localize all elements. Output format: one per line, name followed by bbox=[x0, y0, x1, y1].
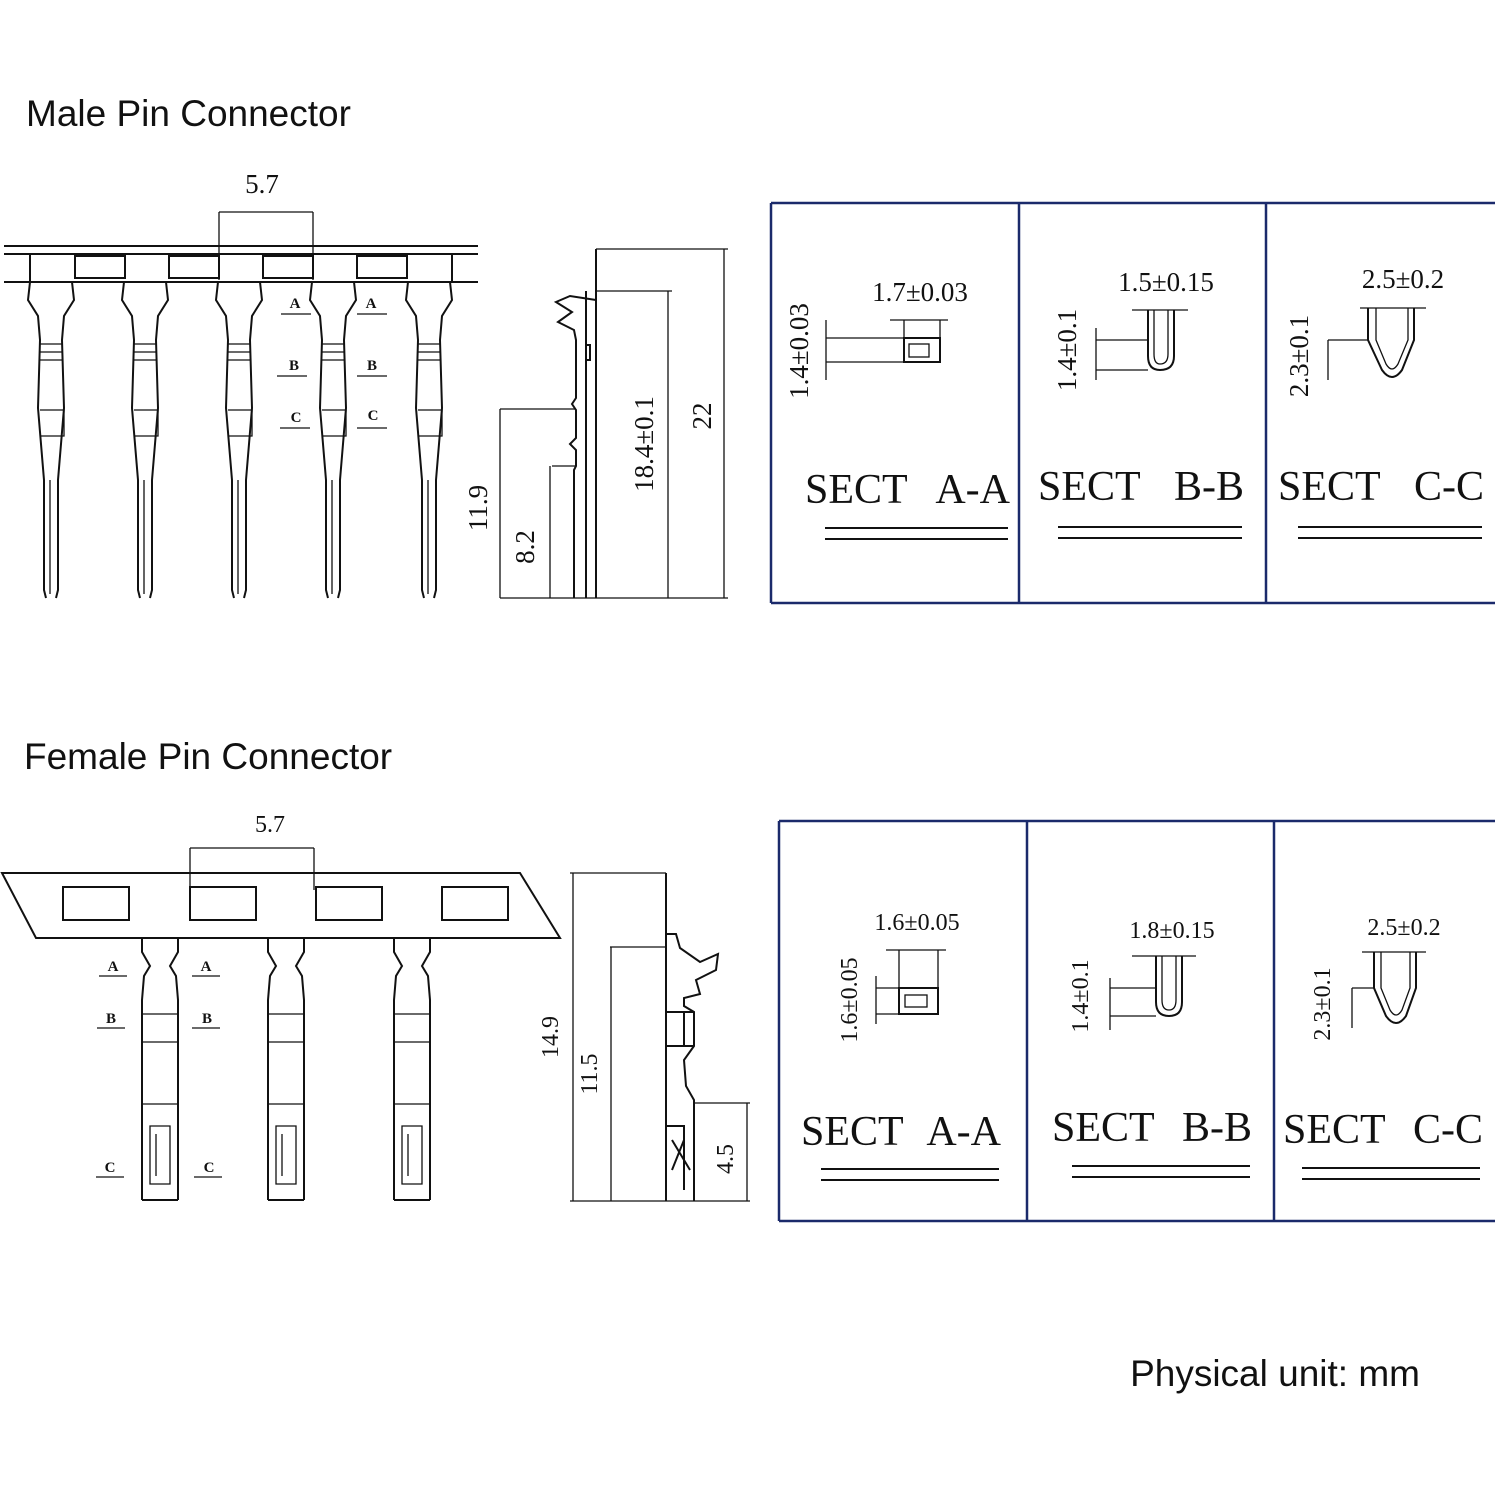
female-c-sect-label: SECT bbox=[1283, 1107, 1386, 1153]
male-pin-detail bbox=[134, 343, 159, 594]
female-a-sect-label: SECT bbox=[801, 1109, 904, 1155]
female-b-width-dim: 1.8±0.15 bbox=[1129, 918, 1214, 944]
male-section-b: 1.5±0.15 1.4±0.1 SECT B-B bbox=[1038, 267, 1244, 539]
male-pin-detail bbox=[228, 343, 253, 594]
male-pin bbox=[308, 281, 358, 599]
female-pin-row bbox=[141, 938, 431, 1201]
male-pin bbox=[26, 281, 76, 599]
female-body-length-dim: 11.5 bbox=[577, 1053, 603, 1094]
female-total-length-dim: 14.9 bbox=[538, 1016, 564, 1058]
male-mark-c-right: C bbox=[368, 408, 379, 424]
female-pin bbox=[267, 938, 305, 1201]
female-pin-detail bbox=[394, 1013, 430, 1185]
female-b-height-dim: 1.4±0.1 bbox=[1068, 959, 1094, 1032]
female-mark-c-left: C bbox=[105, 1160, 116, 1176]
male-mark-b-left: B bbox=[289, 358, 299, 374]
unit-note: Physical unit: mm bbox=[1130, 1353, 1420, 1394]
female-title: Female Pin Connector bbox=[24, 736, 392, 777]
male-pin bbox=[120, 281, 170, 599]
male-pitch-dim: 5.7 bbox=[245, 169, 279, 199]
male-front-view: 5.7 A A B B C C bbox=[4, 169, 478, 599]
female-pin bbox=[393, 938, 431, 1201]
female-mark-a-left: A bbox=[108, 959, 119, 975]
male-c-sect-label: SECT bbox=[1278, 464, 1381, 510]
female-section-b: 1.8±0.15 1.4±0.1 SECT B-B bbox=[1052, 918, 1252, 1178]
female-front-view: 5.7 A A B B C C bbox=[0, 812, 562, 1201]
male-a-sect-id: A-A bbox=[935, 467, 1010, 513]
female-crimp-length-dim: 4.5 bbox=[713, 1144, 739, 1174]
female-a-width-dim: 1.6±0.05 bbox=[874, 910, 959, 936]
male-b-sect-label: SECT bbox=[1038, 464, 1141, 510]
male-c-sect-id: C-C bbox=[1414, 464, 1484, 510]
female-mark-b-left: B bbox=[106, 1011, 116, 1027]
male-pin bbox=[404, 281, 454, 599]
male-b-sect-id: B-B bbox=[1174, 464, 1244, 510]
male-mark-a-left: A bbox=[290, 296, 301, 312]
male-pin-detail bbox=[322, 343, 347, 594]
female-side-view: 14.9 11.5 4.5 bbox=[538, 872, 750, 1202]
male-crimp-height-dim: 8.2 bbox=[510, 530, 540, 564]
female-section-a: 1.6±0.05 1.6±0.05 SECT A-A bbox=[801, 910, 1002, 1181]
female-c-height-dim: 2.3±0.1 bbox=[1310, 967, 1336, 1040]
female-b-sect-id: B-B bbox=[1182, 1105, 1252, 1151]
female-mark-b-right: B bbox=[202, 1011, 212, 1027]
male-body-length-dim: 18.4±0.1 bbox=[629, 396, 659, 492]
male-section-c: 2.5±0.2 2.3±0.1 SECT C-C bbox=[1278, 264, 1484, 539]
female-mark-c-right: C bbox=[204, 1160, 215, 1176]
male-a-height-dim: 1.4±0.03 bbox=[784, 303, 814, 399]
male-pin-row bbox=[26, 281, 454, 599]
male-a-sect-label: SECT bbox=[805, 467, 908, 513]
female-pin-detail bbox=[142, 1013, 178, 1185]
male-section-a: 1.7±0.03 1.4±0.03 SECT A-A bbox=[784, 277, 1011, 540]
male-pin bbox=[214, 281, 264, 599]
female-a-height-dim: 1.6±0.05 bbox=[837, 957, 863, 1042]
male-c-height-dim: 2.3±0.1 bbox=[1284, 315, 1314, 397]
male-title: Male Pin Connector bbox=[26, 93, 351, 134]
male-mark-b-right: B bbox=[367, 358, 377, 374]
male-pin-detail bbox=[40, 343, 65, 594]
female-pin-detail bbox=[268, 1013, 304, 1185]
male-side-view: 11.9 8.2 18.4±0.1 22 bbox=[463, 248, 728, 599]
male-pin-length-dim: 11.9 bbox=[463, 485, 493, 531]
male-b-height-dim: 1.4±0.1 bbox=[1052, 309, 1082, 391]
female-pin bbox=[141, 938, 179, 1201]
female-a-sect-id: A-A bbox=[926, 1109, 1001, 1155]
female-pitch-dim: 5.7 bbox=[255, 812, 285, 838]
female-b-sect-label: SECT bbox=[1052, 1105, 1155, 1151]
female-c-sect-id: C-C bbox=[1413, 1107, 1483, 1153]
female-section-c: 2.5±0.2 2.3±0.1 SECT C-C bbox=[1283, 915, 1483, 1180]
male-a-width-dim: 1.7±0.03 bbox=[872, 277, 968, 307]
female-mark-a-right: A bbox=[201, 959, 212, 975]
male-b-width-dim: 1.5±0.15 bbox=[1118, 267, 1214, 297]
male-mark-a-right: A bbox=[366, 296, 377, 312]
female-section-panel: 1.6±0.05 1.6±0.05 SECT A-A 1.8±0.15 1.4±… bbox=[777, 819, 1495, 1223]
female-c-width-dim: 2.5±0.2 bbox=[1367, 915, 1440, 941]
male-total-length-dim: 22 bbox=[687, 403, 717, 430]
male-section-panel: 1.7±0.03 1.4±0.03 SECT A-A 1.5±0.15 1.4±… bbox=[769, 201, 1495, 605]
male-mark-c-left: C bbox=[291, 410, 302, 426]
male-pin-detail bbox=[418, 343, 443, 594]
male-c-width-dim: 2.5±0.2 bbox=[1362, 264, 1444, 294]
